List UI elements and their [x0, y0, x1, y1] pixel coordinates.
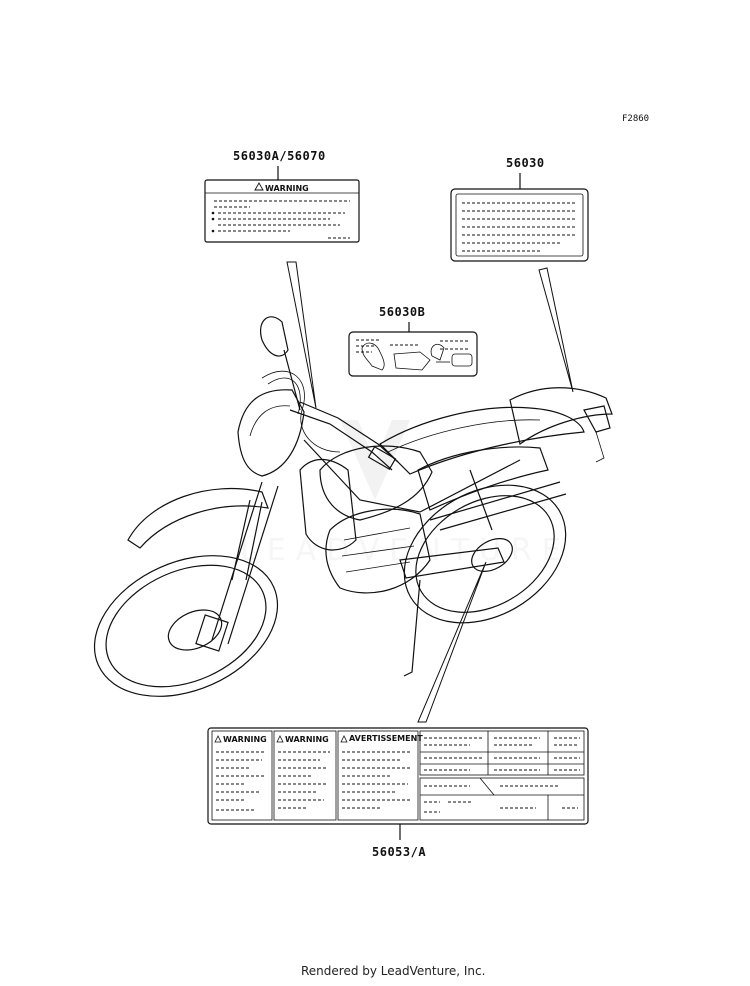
warning-triangle-icon [340, 735, 348, 743]
label-56053a[interactable]: WARNING WARNING AVERTISSEMENT [207, 727, 589, 825]
motorcycle-drawing [93, 316, 613, 697]
watermark-logo: LEADVENTURE [240, 420, 561, 568]
callout-56030b[interactable]: 56030B [379, 305, 425, 319]
warning-heading-1: WARNING [223, 735, 267, 744]
figure-code: F2860 [622, 114, 649, 124]
label-56030b[interactable] [348, 331, 478, 377]
callout-56030a-56070[interactable]: 56030A/56070 [233, 149, 326, 163]
hand-icon [361, 342, 385, 371]
warning-triangle-icon [276, 735, 284, 743]
avertissement-heading: AVERTISSEMENT [349, 734, 423, 743]
warning-heading-2: WARNING [285, 735, 329, 744]
warning-heading: WARNING [265, 184, 309, 193]
footer-credit: Rendered by LeadVenture, Inc. [301, 964, 485, 978]
warning-label-56030a[interactable]: WARNING [204, 179, 360, 243]
label-56030[interactable] [450, 188, 589, 262]
callout-56053a[interactable]: 56053/A [372, 845, 426, 859]
callout-56030[interactable]: 56030 [506, 156, 545, 170]
warning-triangle-icon [214, 735, 222, 743]
warning-triangle-icon [254, 182, 264, 191]
